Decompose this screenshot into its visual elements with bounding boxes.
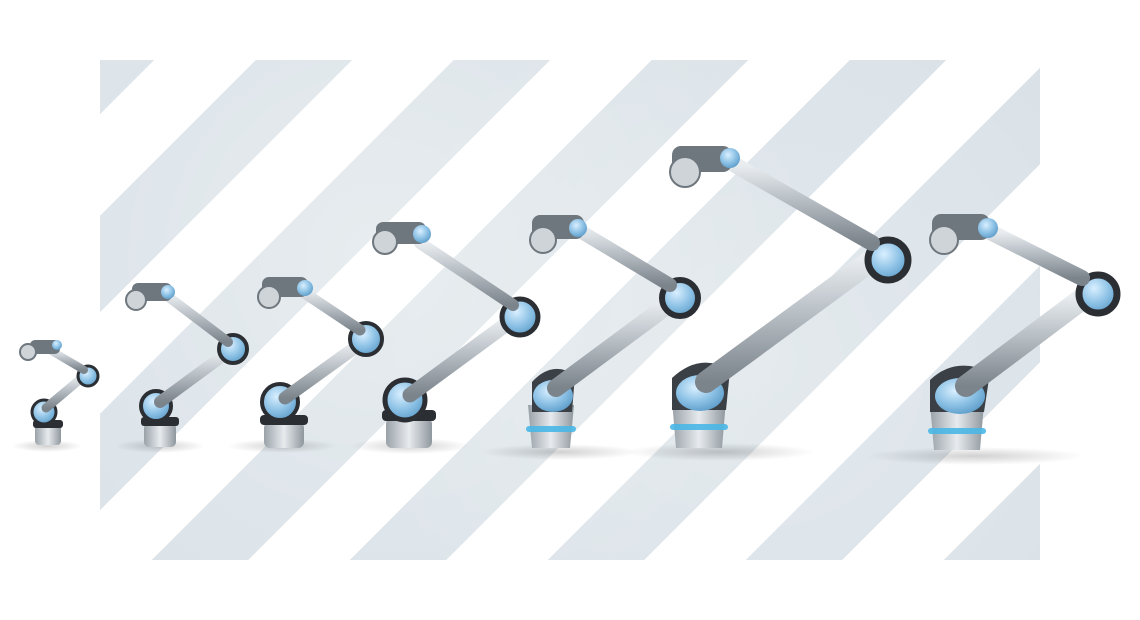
diagonal-stripe-background	[100, 60, 1040, 560]
robot-arm-6	[669, 146, 912, 448]
robot-arm-7	[928, 214, 1121, 450]
robot-arm-2	[125, 283, 249, 447]
robot-arm-4	[372, 222, 541, 448]
robot-arm-5	[526, 215, 701, 448]
robot-arm-3	[257, 277, 384, 448]
robot-arm-1	[19, 340, 100, 445]
